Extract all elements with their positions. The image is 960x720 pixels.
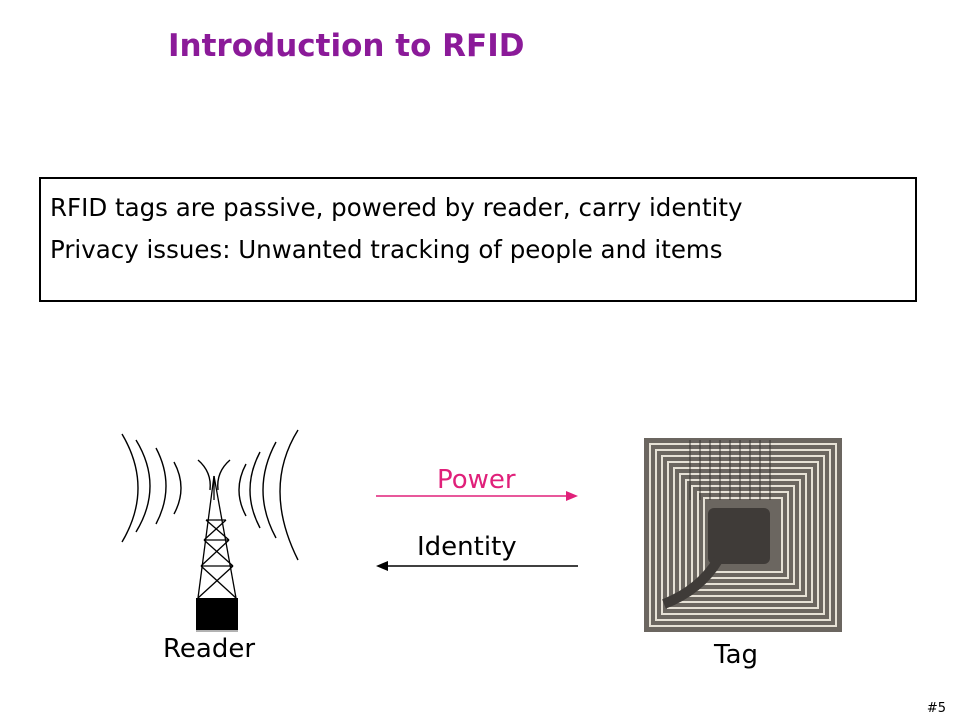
bullet-passive-tags: RFID tags are passive, powered by reader…	[50, 193, 743, 222]
identity-label: Identity	[417, 532, 517, 562]
page-number: #5	[926, 701, 946, 716]
power-label: Power	[437, 465, 516, 495]
summary-box: RFID tags are passive, powered by reader…	[39, 177, 917, 302]
tag-label: Tag	[714, 640, 759, 670]
reader-label: Reader	[163, 634, 256, 664]
slide-title: Introduction to RFID	[168, 28, 525, 64]
bullet-privacy-issues: Privacy issues: Unwanted tracking of peo…	[50, 235, 723, 264]
